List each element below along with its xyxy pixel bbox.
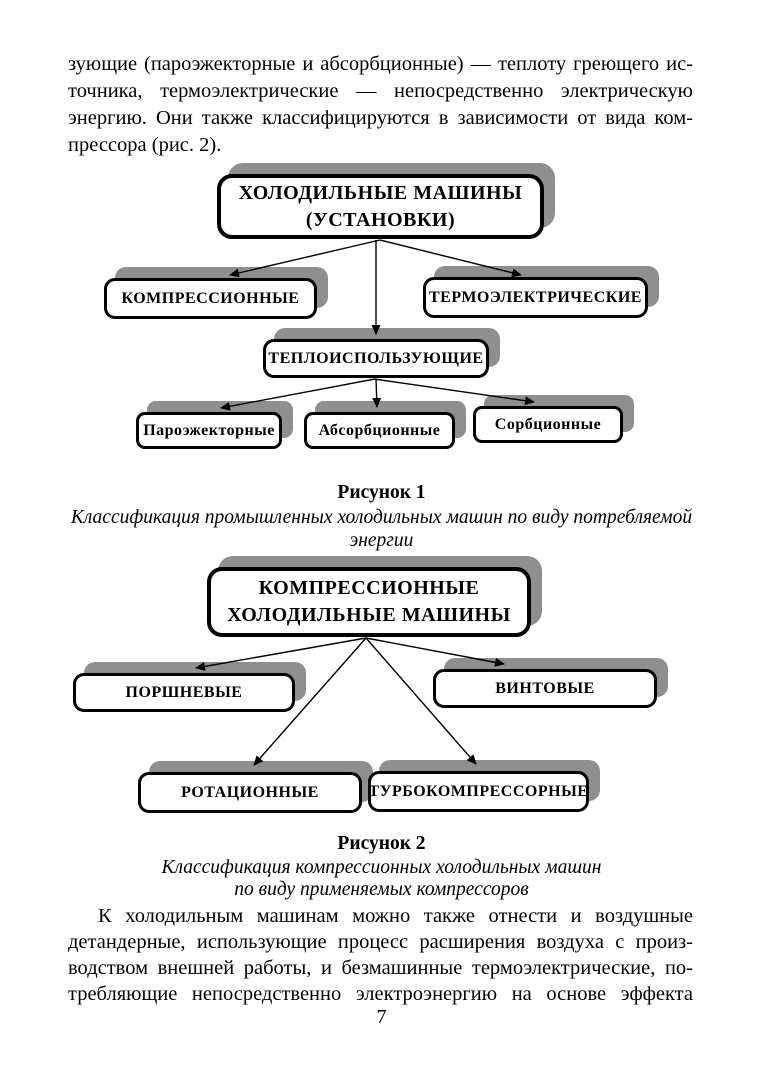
node-rotary: РОТАЦИОННЫЕ [138, 772, 362, 813]
paragraph-top: зующие (пароэжекторные и абсорбционные) … [68, 51, 693, 159]
text-line: водством внешней работы, и безмашинные т… [68, 957, 693, 979]
page-number: 7 [376, 1006, 387, 1028]
node-compression-refrigeration-machines: КОМПРЕССИОННЫЕ ХОЛОДИЛЬНЫЕ МАШИНЫ [207, 567, 531, 637]
arrow [373, 378, 535, 406]
node-sorption: Сорбционные [473, 406, 623, 443]
caption-line: Классификация промышленных холодильных м… [70, 507, 693, 528]
node-thermoelectric: ТЕРМОЭЛЕКТРИЧЕСКИЕ [423, 277, 648, 318]
text-line: требляющие непосредственно электроэнерги… [68, 983, 693, 1005]
node-label: ВИНТОВЫЕ [495, 679, 595, 697]
node-absorption: Абсорбционные [304, 412, 455, 449]
node-label: ТУРБОКОМПРЕССОРНЫЕ [368, 782, 589, 800]
figure1-caption-title: Рисунок 1 [337, 482, 426, 503]
figure2-caption-text: Классификация компрессионных холодильных… [0, 857, 763, 901]
node-label: ТЕПЛОИСПОЛЬЗУЮЩИЕ [268, 349, 484, 367]
arrow [195, 637, 367, 671]
caption-line: энергии [349, 530, 414, 551]
caption-line: Классификация компрессионных холодильных… [161, 857, 602, 878]
text-line: прессора (рис. 2). [68, 134, 222, 156]
arrow [229, 239, 381, 278]
text-line: детандерные, использующие процесс расшир… [68, 931, 693, 953]
node-refrigeration-machines: ХОЛОДИЛЬНЫЕ МАШИНЫ (УСТАНОВКИ) [217, 174, 544, 239]
text-line: зующие (пароэжекторные и абсорбционные) … [68, 53, 693, 75]
node-label: КОМПРЕССИОННЫЕ ХОЛОДИЛЬНЫЕ МАШИНЫ [227, 577, 511, 626]
text-line: точника, термоэлектрические — непосредст… [68, 80, 693, 102]
node-steam-ejector: Пароэжекторные [136, 412, 282, 449]
node-label: Пароэжекторные [143, 421, 275, 439]
node-label: РОТАЦИОННЫЕ [181, 783, 319, 801]
node-label: Абсорбционные [318, 421, 441, 439]
arrow [379, 239, 522, 278]
text-line: энергию. Они также классифицируются в за… [68, 107, 693, 129]
arrow [220, 378, 376, 411]
node-turbocompressor: ТУРБОКОМПРЕССОРНЫЕ [368, 771, 589, 812]
node-piston: ПОРШНЕВЫЕ [73, 673, 295, 712]
node-screw: ВИНТОВЫЕ [433, 669, 657, 708]
arrow [372, 378, 382, 408]
text-line: К холодильным машинам можно также отнест… [98, 905, 693, 927]
node-heat-using: ТЕПЛОИСПОЛЬЗУЮЩИЕ [263, 339, 489, 378]
node-label: ТЕРМОЭЛЕКТРИЧЕСКИЕ [429, 288, 642, 306]
node-compression: КОМПРЕССИОННЫЕ [104, 278, 317, 319]
caption-line: по виду применяемых компрессоров [234, 879, 529, 900]
arrow [365, 637, 505, 667]
node-label: Сорбционные [494, 415, 602, 433]
paragraph-bottom: К холодильным машинам можно также отнест… [68, 903, 693, 1007]
figure2-caption-title: Рисунок 2 [337, 833, 426, 854]
figure1-caption-text: Классификация промышленных холодильных м… [0, 506, 763, 552]
node-label: ХОЛОДИЛЬНЫЕ МАШИНЫ (УСТАНОВКИ) [238, 181, 523, 231]
node-label: ПОРШНЕВЫЕ [125, 683, 243, 701]
node-label: КОМПРЕССИОННЫЕ [121, 289, 300, 307]
